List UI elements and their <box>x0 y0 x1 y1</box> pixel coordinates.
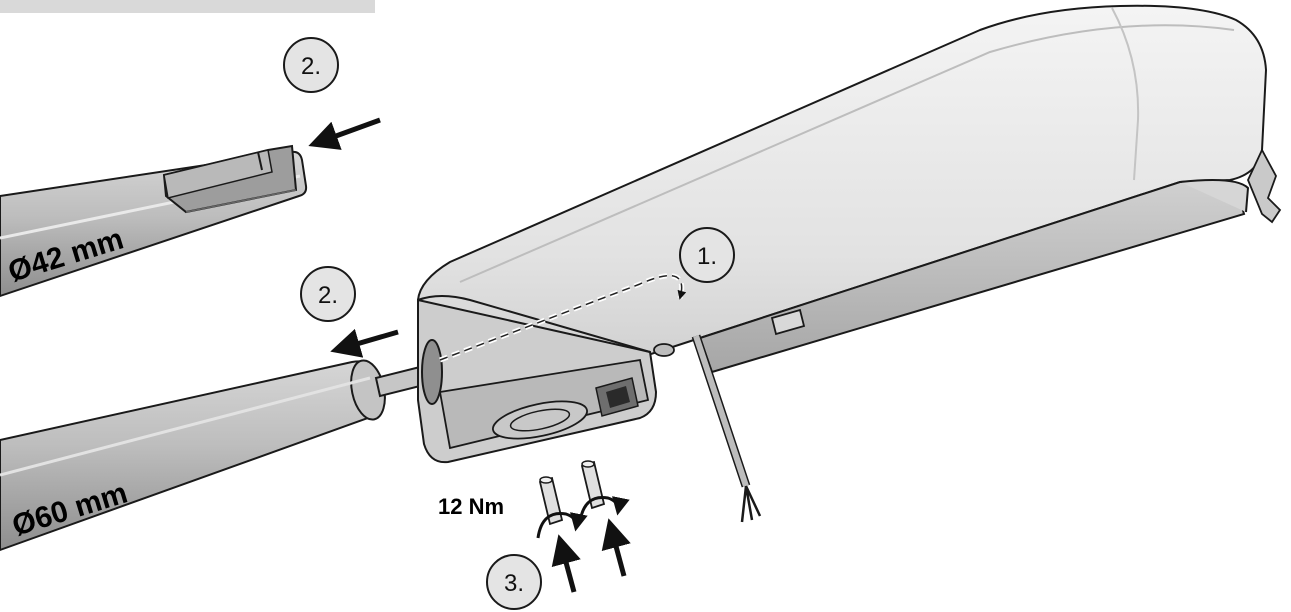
step-2-bottom-badge: 2. <box>300 266 356 322</box>
torque-label: 12 Nm <box>438 494 504 519</box>
arrow-step3-right <box>601 518 631 577</box>
power-cable <box>691 334 762 523</box>
rotation-arrow-right <box>578 496 630 523</box>
luminaire-housing <box>416 4 1282 464</box>
arrow-step2-bottom <box>330 328 399 358</box>
arrow-step3-left <box>551 534 581 593</box>
rotation-arrow-left <box>536 512 588 539</box>
step-2-bottom-label: 2. <box>318 282 338 309</box>
step-2-top-label: 2. <box>301 53 321 80</box>
step-3-label: 3. <box>504 570 524 597</box>
step-3-badge: 3. <box>486 554 542 610</box>
arrow-step2-top <box>308 117 381 150</box>
step-1-label: 1. <box>697 243 717 270</box>
step-1-badge: 1. <box>679 227 735 283</box>
step-2-top-badge: 2. <box>283 37 339 93</box>
adapter-clip <box>162 144 298 214</box>
top-strip <box>0 0 375 13</box>
